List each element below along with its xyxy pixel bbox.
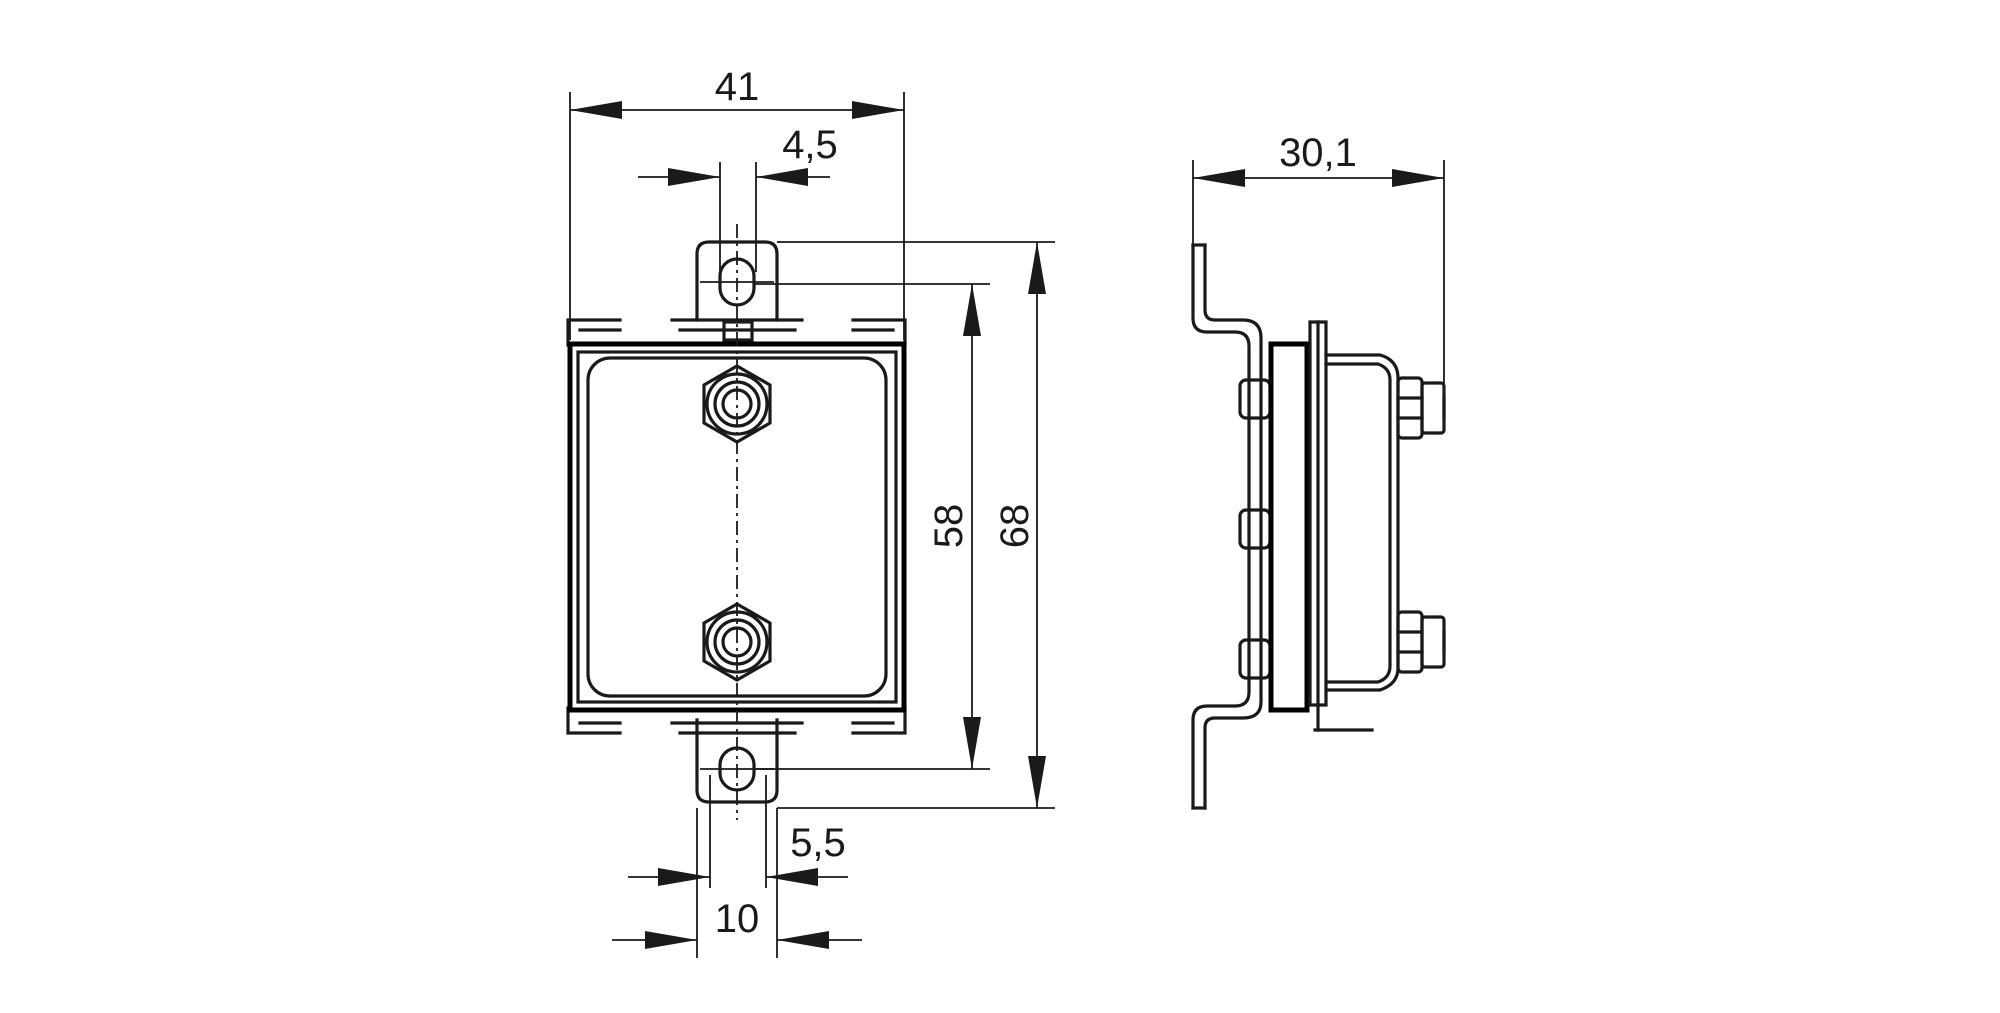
upper-terminal-stud [1396, 376, 1446, 440]
dimension-overall-height: 68 [777, 241, 1055, 809]
dimension-tab-width: 10 [612, 808, 862, 958]
dim-label-4-5: 4,5 [782, 123, 838, 167]
clip-nub-top [1238, 378, 1272, 420]
dim-label-41: 41 [715, 65, 760, 109]
side-view [1191, 243, 1446, 810]
bracket-inner [1203, 243, 1263, 810]
dim-label-58: 58 [927, 504, 971, 549]
dimension-overall-width: 41 [569, 65, 905, 340]
upper-terminal-nut [702, 364, 772, 444]
dimension-depth: 30,1 [1192, 131, 1445, 420]
clip-nub-bottom [1238, 638, 1272, 680]
lower-terminal-stud [1396, 610, 1446, 674]
dim-label-30-1: 30,1 [1279, 131, 1357, 175]
side-flange [1308, 320, 1328, 707]
side-housing-base [1268, 341, 1310, 713]
top-clips [566, 318, 907, 347]
centerlines [700, 224, 774, 820]
clip-nub-middle [1238, 508, 1272, 550]
dim-label-5-5: 5,5 [790, 821, 846, 865]
dimension-slot-width: 4,5 [638, 123, 838, 272]
front-view [566, 224, 907, 820]
dim-label-68: 68 [993, 504, 1037, 549]
dimension-hole-diameter: 5,5 [628, 775, 848, 888]
dimension-hole-spacing: 58 [754, 283, 990, 770]
bracket-outer [1191, 243, 1251, 810]
side-housing-cover [1324, 353, 1400, 692]
dim-label-10: 10 [715, 897, 760, 941]
